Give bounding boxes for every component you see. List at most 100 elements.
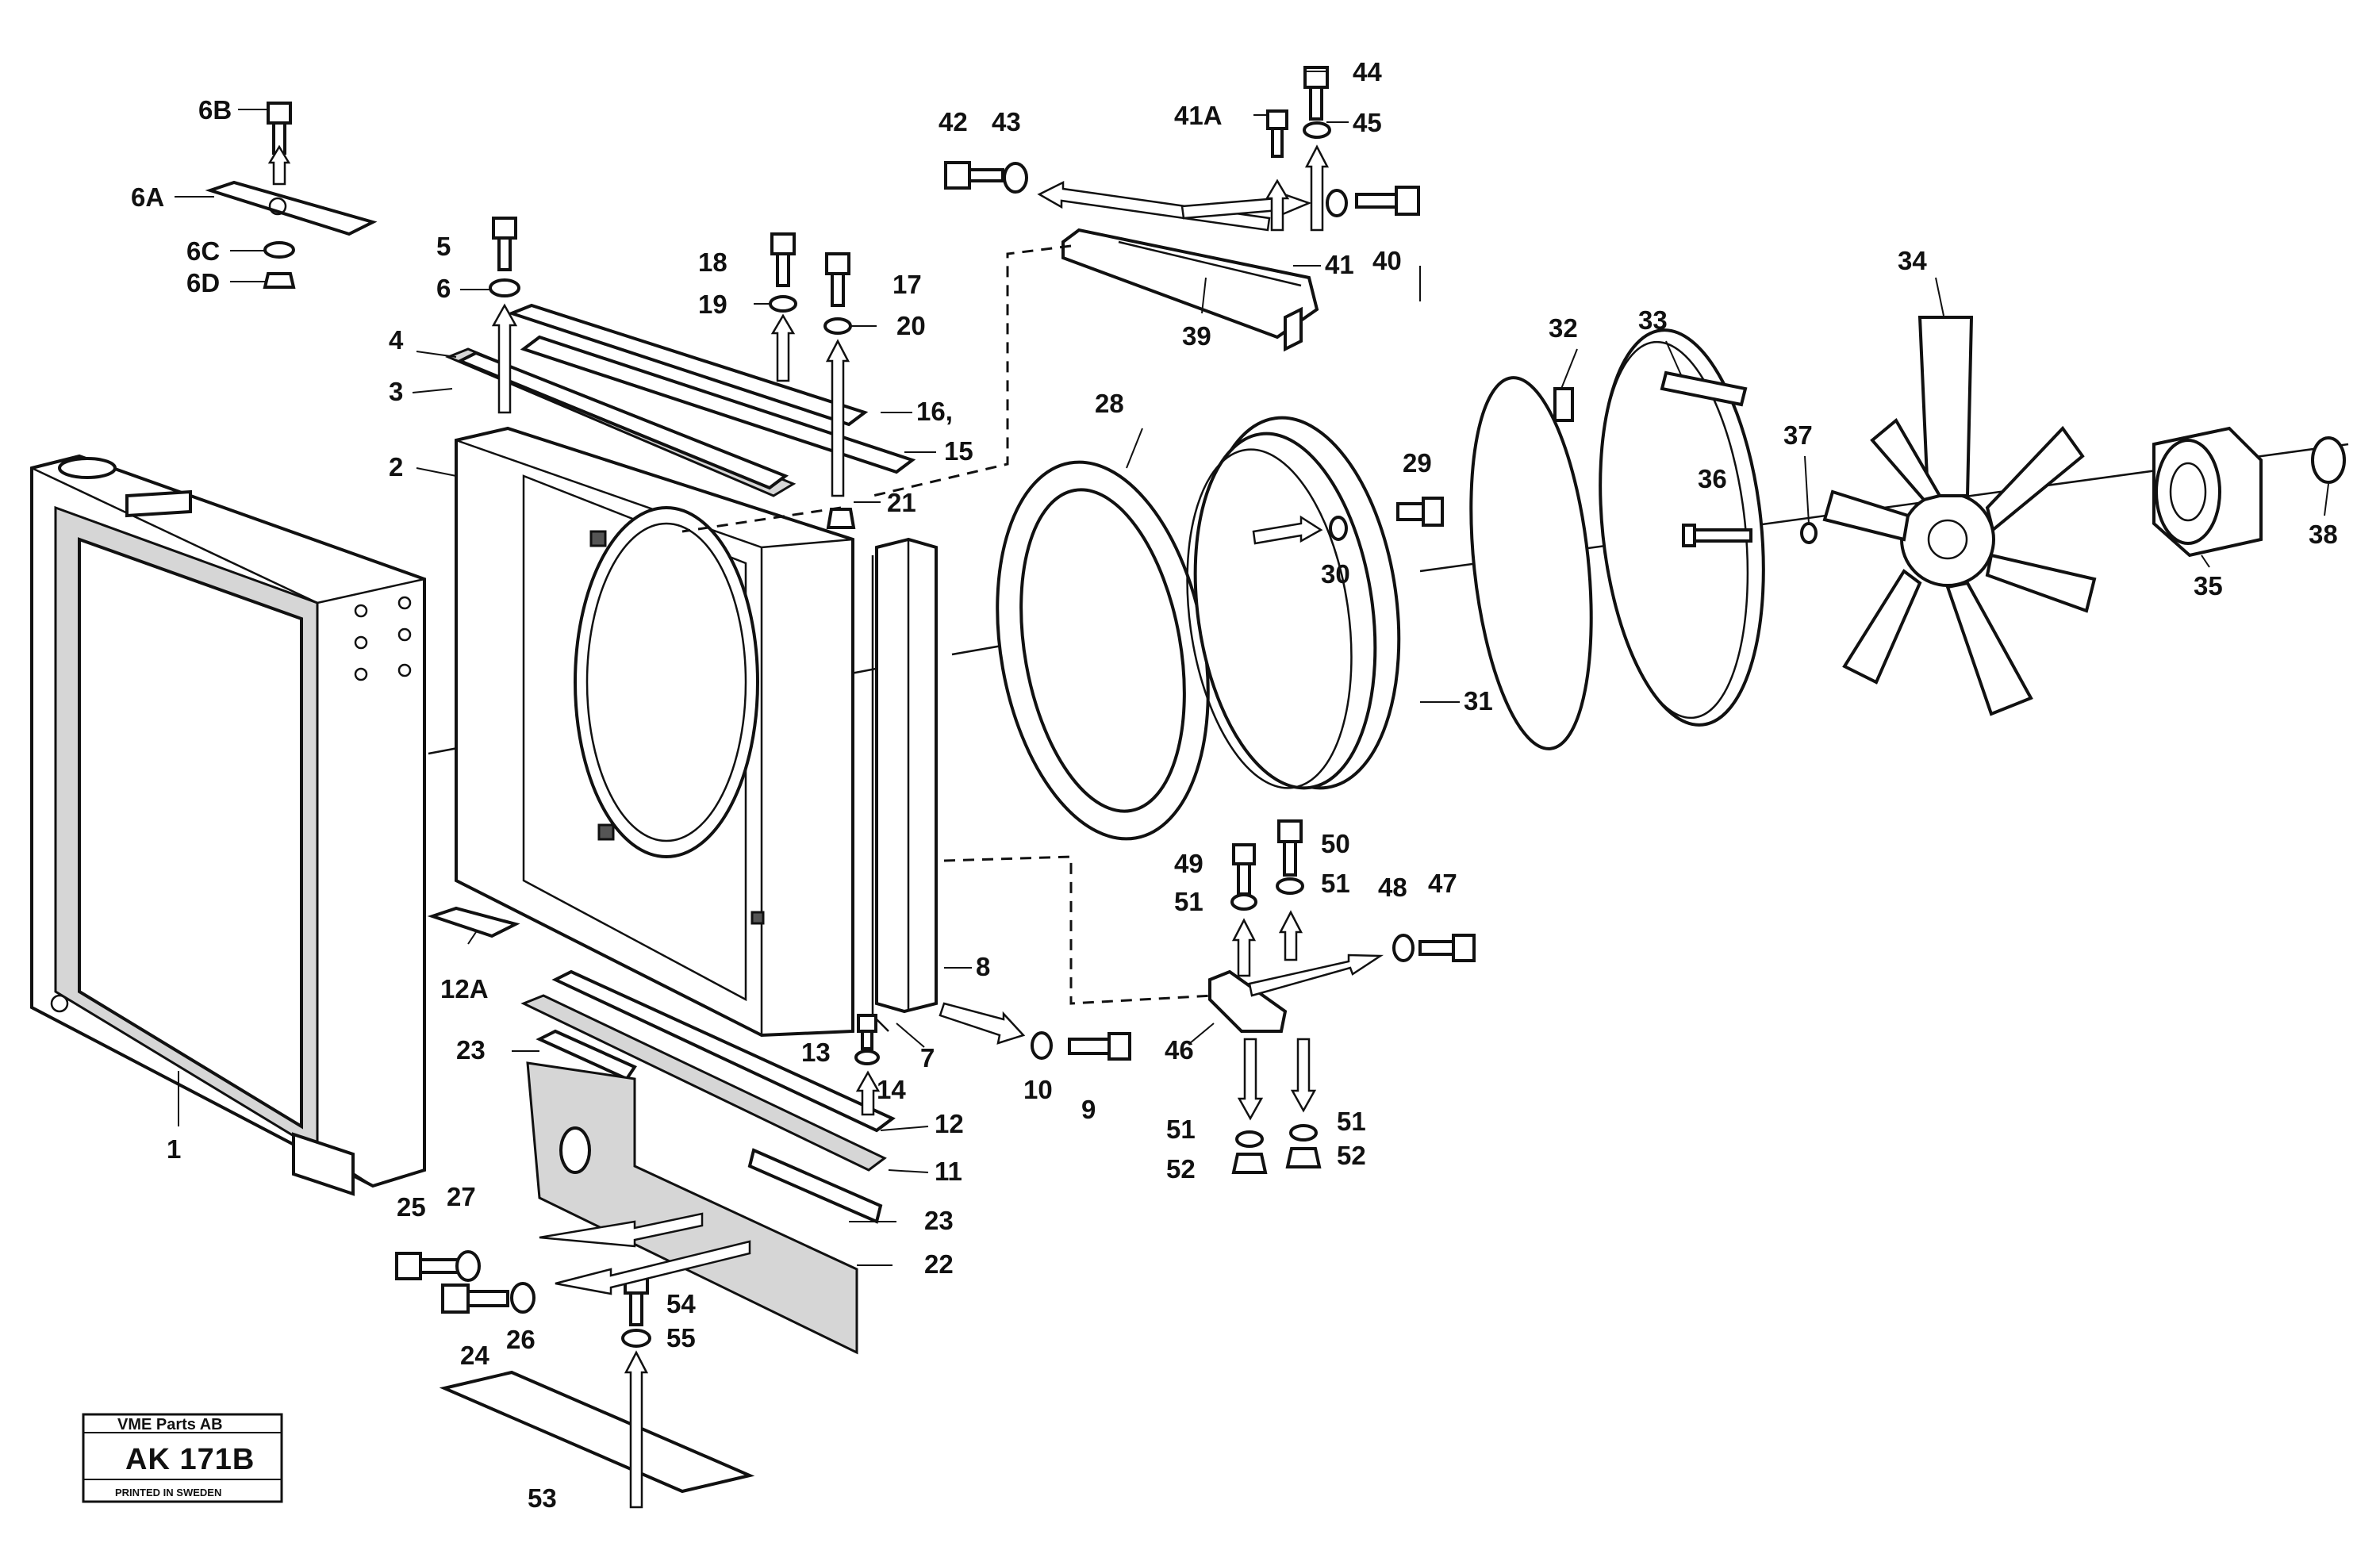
fan-34 (1822, 316, 2097, 716)
title-stamp: VME Parts AB AK 171B PRINTED IN SWEDEN (82, 1413, 283, 1503)
bolt-50 (1277, 819, 1303, 877)
label-37: 37 (1783, 420, 1813, 450)
label-19: 19 (698, 290, 727, 319)
label-48: 48 (1378, 873, 1407, 902)
label-39: 39 (1182, 321, 1211, 351)
label-46: 46 (1165, 1035, 1194, 1065)
label-7: 7 (920, 1043, 935, 1072)
label-18: 18 (698, 247, 727, 277)
stamp-code: AK 171B (125, 1443, 255, 1476)
label-30: 30 (1321, 559, 1350, 589)
bolt-5 (492, 217, 517, 271)
label-44: 44 (1353, 57, 1382, 86)
label-15: 15 (944, 436, 973, 466)
bolt-17 (825, 252, 850, 307)
label-6b: 6B (198, 95, 232, 125)
label-51a: 51 (1174, 887, 1203, 916)
label-53: 53 (528, 1483, 557, 1513)
label-51d: 51 (1337, 1107, 1366, 1136)
bracket-dashed-line (872, 244, 1072, 497)
bracket-46 (1208, 969, 1288, 1033)
shroud-dashed-line (681, 506, 842, 533)
label-51c: 51 (1166, 1115, 1196, 1144)
stamp-printed: PRINTED IN SWEDEN (115, 1487, 221, 1498)
label-52a: 52 (1166, 1154, 1196, 1184)
label-42: 42 (939, 107, 968, 136)
label-11: 11 (935, 1157, 962, 1186)
cap-38 (2311, 436, 2346, 484)
top-strips (445, 303, 916, 497)
label-25: 25 (397, 1192, 426, 1222)
bolt-49 (1232, 843, 1256, 896)
label-27: 27 (447, 1182, 476, 1211)
label-5: 5 (436, 232, 451, 261)
label-6a: 6A (131, 182, 164, 212)
label-6c: 6C (186, 236, 220, 266)
radiator (30, 454, 426, 1196)
bolt-18 (770, 232, 796, 287)
label-24: 24 (460, 1341, 489, 1370)
label-13: 13 (801, 1038, 831, 1067)
label-26: 26 (506, 1325, 536, 1354)
label-51b: 51 (1321, 869, 1350, 898)
bolt-9 (1068, 1032, 1131, 1061)
bolt-42 (944, 161, 1004, 190)
label-36: 36 (1698, 464, 1727, 493)
bracket-39-41 (1061, 228, 1319, 352)
fan-hub-35 (2152, 426, 2263, 558)
rubber-strip (1469, 376, 1593, 750)
bolt-36 (1682, 524, 1752, 547)
label-6d: 6D (186, 268, 220, 297)
label-55: 55 (666, 1323, 696, 1353)
bolt-41a (1266, 109, 1288, 158)
plate-53 (439, 1370, 755, 1494)
label-9: 9 (1081, 1095, 1096, 1124)
label-31: 31 (1464, 686, 1493, 716)
ring-flange-28 (996, 460, 1210, 841)
label-54: 54 (666, 1289, 696, 1318)
stamp-company: VME Parts AB (117, 1416, 223, 1433)
label-21: 21 (887, 488, 916, 517)
bolt-24 (441, 1283, 509, 1314)
bolt-25 (395, 1252, 462, 1280)
bolt-29 (1396, 497, 1444, 527)
label-47: 47 (1428, 869, 1457, 898)
bottom-strips (520, 969, 896, 1355)
label-23b: 23 (924, 1206, 954, 1235)
seal-strip-8 (871, 537, 938, 1032)
label-3: 3 (389, 377, 403, 406)
label-33: 33 (1638, 305, 1668, 335)
label-43: 43 (992, 107, 1021, 136)
label-12: 12 (935, 1109, 964, 1138)
label-28: 28 (1095, 389, 1124, 418)
label-41a: 41A (1174, 101, 1223, 130)
label-34: 34 (1898, 246, 1927, 275)
label-40: 40 (1372, 246, 1402, 275)
label-50: 50 (1321, 829, 1350, 858)
label-29: 29 (1403, 448, 1432, 478)
bolt-32 (1553, 387, 1574, 422)
plate-12a (427, 906, 520, 938)
label-1: 1 (167, 1134, 181, 1164)
bolt-44 (1303, 66, 1329, 121)
label-17: 17 (892, 270, 922, 299)
bracket-6a (205, 180, 378, 236)
leader-lines (175, 71, 2329, 1266)
label-20: 20 (896, 311, 926, 340)
label-10: 10 (1023, 1075, 1053, 1104)
bolt-13 (857, 1014, 877, 1050)
bolt-40 (1355, 186, 1420, 216)
assembly-arrows (267, 144, 1384, 1509)
label-14: 14 (877, 1075, 906, 1104)
label-35: 35 (2194, 571, 2223, 600)
label-32: 32 (1549, 313, 1578, 343)
label-52b: 52 (1337, 1141, 1366, 1170)
label-12a: 12A (440, 974, 489, 1003)
bolt-47 (1418, 934, 1476, 962)
label-49: 49 (1174, 849, 1203, 878)
label-6: 6 (436, 274, 451, 303)
label-41: 41 (1325, 250, 1354, 279)
washers (263, 121, 1818, 1348)
